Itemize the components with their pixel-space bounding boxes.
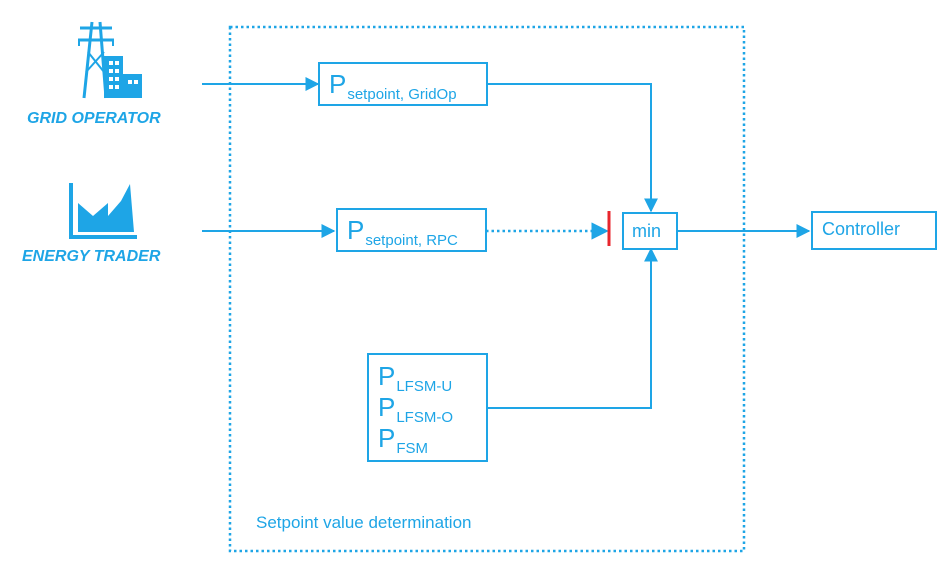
power-pylon-building-icon	[78, 21, 142, 99]
setpoint-rpc-subscript: setpoint, RPC	[365, 232, 458, 249]
industry-chart-icon	[69, 183, 137, 239]
fsm-line: PFSM	[378, 423, 429, 457]
frame-label: Setpoint value determination	[256, 513, 472, 532]
lfsm-o-line: PLFSM-O	[378, 392, 454, 426]
controller-block: Controller	[811, 211, 937, 250]
connector-gridop-to-min	[487, 83, 658, 213]
min-block: min	[622, 212, 678, 250]
setpoint-determination-frame	[228, 25, 746, 553]
grid-operator-label: GRID OPERATOR	[27, 110, 161, 127]
connector-freq-to-min	[487, 247, 658, 409]
controller-label: Controller	[822, 219, 901, 239]
setpoint-rpc-block: Psetpoint, RPC	[336, 208, 487, 252]
setpoint-gridop-block: Psetpoint, GridOp	[318, 62, 488, 106]
setpoint-gridop-subscript: setpoint, GridOp	[347, 86, 457, 103]
frequency-setpoints-block: PLFSM-U PLFSM-O PFSM	[367, 353, 488, 462]
min-label: min	[632, 221, 662, 241]
setpoint-rpc-symbol: P	[347, 215, 365, 245]
setpoint-gridop-symbol: P	[329, 69, 347, 99]
lfsm-u-line: PLFSM-U	[378, 361, 453, 395]
energy-trader-label: ENERGY TRADER	[22, 248, 161, 265]
